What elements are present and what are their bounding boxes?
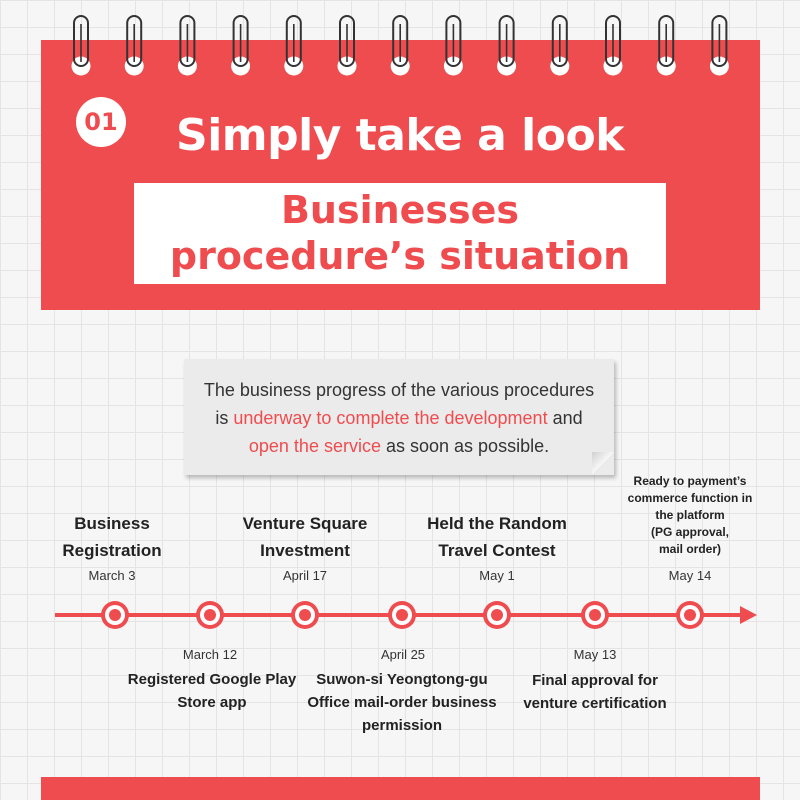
milestone-title: Ready to payment’s xyxy=(633,474,747,488)
milestone-business-registration: Business Registration xyxy=(62,510,161,564)
binder-ring-icon xyxy=(177,15,197,76)
milestone-date: April 17 xyxy=(282,568,328,583)
subtitle-line-2: procedure’s situation xyxy=(169,234,631,278)
milestone-title: Venture Square xyxy=(242,514,368,533)
milestone-title: commerce function in xyxy=(627,491,753,505)
note-line-3: open the service as soon as possible. xyxy=(184,432,614,460)
subtitle-line-1: Businesses xyxy=(280,188,520,232)
circle-node-icon xyxy=(483,601,511,629)
circle-node-icon xyxy=(196,601,224,629)
milestone-title: venture certification xyxy=(523,695,667,712)
circle-node-icon xyxy=(291,601,319,629)
binder-ring-icon xyxy=(550,15,570,76)
milestone-title: permission xyxy=(361,717,443,734)
next-section-bar xyxy=(41,777,760,800)
binder-ring-icon xyxy=(337,15,357,76)
milestone-title: Registration xyxy=(62,541,162,560)
milestone-title: (PG approval, xyxy=(650,525,730,539)
milestone-title: Held the Random xyxy=(427,514,567,533)
circle-node-icon xyxy=(581,601,609,629)
timeline xyxy=(55,601,757,629)
milestone-venture-certification: Final approval for venture certification xyxy=(523,669,666,715)
milestone-random-travel-contest: Held the Random Travel Contest xyxy=(427,510,567,564)
note-highlight-service: open the service xyxy=(248,436,381,456)
binder-ring-icon xyxy=(71,15,91,76)
milestone-title: mail order) xyxy=(658,542,721,556)
progress-note: The business progress of the various pro… xyxy=(184,359,614,475)
milestone-date: May 14 xyxy=(668,568,712,583)
milestone-title: Final approval for xyxy=(532,672,658,689)
milestone-title: Investment xyxy=(260,541,350,560)
binder-ring-icon xyxy=(709,15,729,76)
subtitle-box: Businesses procedure’s situation xyxy=(134,183,666,284)
note-text: and xyxy=(547,408,583,428)
note-line-1: The business progress of the various pro… xyxy=(203,380,595,400)
binder-ring-icon xyxy=(390,15,410,76)
arrow-right-icon xyxy=(740,606,757,624)
binder-ring-icon xyxy=(231,15,251,76)
section-number-badge: 01 xyxy=(76,97,126,147)
milestone-mail-order-permission: Suwon-si Yeongtong-gu Office mail-order … xyxy=(307,668,496,737)
page-curl-icon xyxy=(592,452,614,474)
binder-ring-icon xyxy=(656,15,676,76)
milestone-title: Office mail-order business xyxy=(307,694,497,711)
milestone-date: May 13 xyxy=(573,647,617,662)
binder-ring-icon xyxy=(603,15,623,76)
binder-ring-icon xyxy=(124,15,144,76)
note-line-2: is underway to complete the development … xyxy=(184,404,614,432)
milestone-title: Travel Contest xyxy=(438,541,556,560)
milestone-payment-commerce: Ready to payment’s commerce function in … xyxy=(628,473,753,558)
milestone-google-play: Registered Google Play Store app xyxy=(128,668,296,714)
binder-ring-icon xyxy=(497,15,517,76)
milestone-date: March 3 xyxy=(88,568,136,583)
binder-ring-icon xyxy=(443,15,463,76)
binder-ring-icon xyxy=(284,15,304,76)
milestone-date: April 25 xyxy=(380,647,426,662)
circle-node-icon xyxy=(388,601,416,629)
milestone-date: May 1 xyxy=(479,568,515,583)
page-title: Simply take a look xyxy=(176,110,624,161)
milestone-title: Store app xyxy=(177,694,247,711)
circle-node-icon xyxy=(101,601,129,629)
milestone-title: Business xyxy=(74,514,150,533)
binder-rings xyxy=(71,15,729,76)
milestone-date: March 12 xyxy=(182,647,238,662)
note-highlight-development: underway to complete the development xyxy=(233,408,548,428)
milestone-title: Registered Google Play xyxy=(127,671,297,688)
milestone-venture-square: Venture Square Investment xyxy=(243,510,368,564)
circle-node-icon xyxy=(676,601,704,629)
note-text: as soon as possible. xyxy=(380,436,550,456)
milestone-title: the platform xyxy=(655,508,725,522)
note-text: is xyxy=(215,408,234,428)
milestone-title: Suwon-si Yeongtong-gu xyxy=(316,671,488,688)
